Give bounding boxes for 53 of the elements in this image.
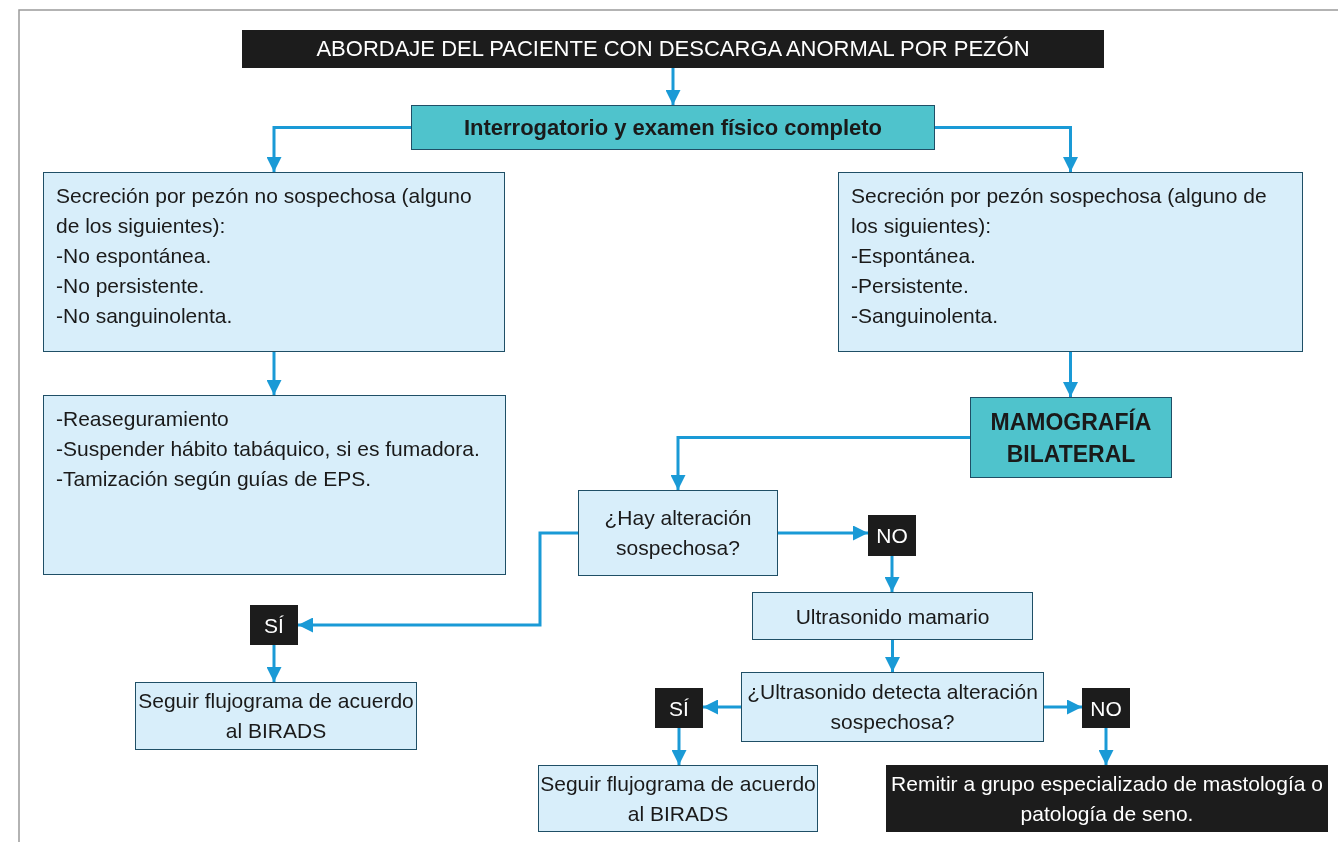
node-label: ¿Hay alteración sospechosa? bbox=[603, 505, 753, 561]
list-item: -No espontánea. bbox=[55, 243, 213, 269]
decision-box bbox=[741, 672, 1044, 742]
decision-box bbox=[578, 490, 778, 576]
arrow bbox=[266, 645, 282, 682]
node-heading: -Reaseguramiento bbox=[55, 406, 230, 432]
node-label: Ultrasonido mamario bbox=[794, 603, 991, 629]
arrow bbox=[671, 728, 687, 765]
process-box bbox=[838, 172, 1303, 352]
arrow bbox=[266, 126, 411, 172]
list-item: -Espontánea. bbox=[850, 243, 977, 269]
arrow bbox=[1063, 352, 1078, 397]
arrow bbox=[665, 68, 681, 105]
answer-box bbox=[1082, 688, 1130, 728]
arrow bbox=[884, 556, 900, 592]
title-box bbox=[242, 30, 1104, 68]
arrow bbox=[1044, 699, 1082, 715]
node-label: ¿Ultrasonido detecta alteración sospechosa? bbox=[746, 679, 1039, 735]
list-item: -No persistente. bbox=[55, 273, 206, 299]
arrow bbox=[703, 699, 741, 715]
arrow bbox=[935, 126, 1078, 172]
list-item: -Suspender hábito tabáquico, si es fumadora. bbox=[55, 436, 481, 462]
arrow bbox=[778, 525, 868, 541]
node-label: MAMOGRAFÍA BILATERAL bbox=[989, 407, 1153, 469]
answer-box bbox=[868, 515, 916, 556]
node-label: Interrogatorio y examen físico completo bbox=[462, 114, 884, 141]
list-item: -Sanguinolenta. bbox=[850, 303, 1000, 329]
arrow bbox=[298, 531, 578, 633]
node-label: Remitir a grupo especializado de mastología o patología de seno. bbox=[890, 770, 1324, 827]
process-box bbox=[43, 172, 505, 352]
node-heading: Secreción por pezón sospechosa (alguno de los siguientes): bbox=[850, 183, 1268, 239]
arrow bbox=[670, 436, 970, 490]
node-label: ABORDAJE DEL PACIENTE CON DESCARGA ANORMAL POR PEZÓN bbox=[315, 36, 1031, 62]
process-box bbox=[43, 395, 506, 575]
process-box bbox=[752, 592, 1033, 640]
process-box bbox=[411, 105, 935, 150]
answer-box bbox=[250, 605, 298, 645]
arrow bbox=[266, 352, 282, 395]
list-item: -Persistente. bbox=[850, 273, 970, 299]
node-label: NO bbox=[875, 523, 909, 548]
process-box bbox=[970, 397, 1172, 478]
node-label: Seguir flujograma de acuerdo al BIRADS bbox=[137, 688, 415, 744]
arrow bbox=[885, 640, 900, 672]
node-label: Seguir flujograma de acuerdo al BIRADS bbox=[539, 770, 817, 827]
answer-box bbox=[655, 688, 703, 728]
process-box bbox=[135, 682, 417, 750]
arrow bbox=[1098, 728, 1114, 765]
list-item: -No sanguinolenta. bbox=[55, 303, 234, 329]
node-label: NO bbox=[1089, 695, 1123, 721]
node-heading: Secreción por pezón no sospechosa (alguno de los siguientes): bbox=[55, 183, 473, 239]
list-item: -Tamización según guías de EPS. bbox=[55, 466, 373, 492]
node-label: SÍ bbox=[263, 612, 285, 638]
node-label: SÍ bbox=[668, 695, 690, 721]
